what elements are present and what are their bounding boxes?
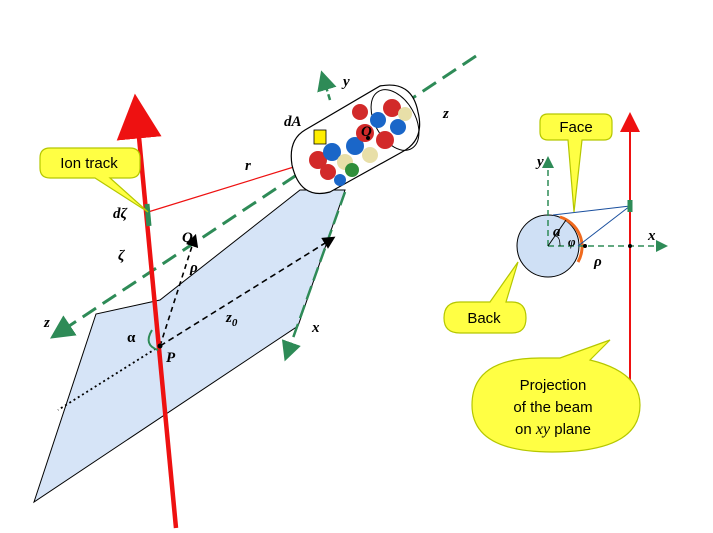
distance-r-line <box>147 161 311 213</box>
vector-z0 <box>159 236 336 347</box>
x-label-right: x <box>647 228 656 244</box>
dna-cylinder <box>290 84 421 194</box>
point-o <box>366 136 370 140</box>
p-label: P <box>166 350 176 366</box>
radius-line <box>547 219 567 247</box>
projection-line3: on xy plane <box>515 421 591 438</box>
back-callout: Back <box>443 261 527 334</box>
alpha-label: α <box>127 330 136 346</box>
tangent-line-bottom <box>577 205 631 247</box>
back-label: Back <box>467 310 501 327</box>
ion-track-callout: Ion track <box>39 147 149 213</box>
z-label-left: z <box>43 315 50 331</box>
o-label: O <box>361 124 372 140</box>
projection-callout: Projection of the beam on xy plane <box>471 339 641 453</box>
da-label: dA <box>284 114 302 130</box>
rho-label-left: ρ <box>189 260 198 276</box>
y-label-right: y <box>535 154 544 170</box>
x-label-left: x <box>311 320 320 336</box>
d-zeta-segment <box>144 203 152 227</box>
z0-label: z0 <box>225 310 238 329</box>
y-axis <box>317 70 337 101</box>
ion-track-label: Ion track <box>60 155 118 172</box>
zeta-label: ζ <box>118 248 126 264</box>
q-label: Q <box>182 230 193 246</box>
point-p <box>157 343 163 349</box>
a-label: a <box>553 224 561 240</box>
y-label-left: y <box>341 74 350 90</box>
vector-rho <box>159 233 199 347</box>
rho-label-right: ρ <box>593 254 602 270</box>
phi-angle-arc <box>554 235 561 247</box>
d-zeta-label: dζ <box>113 206 129 222</box>
beam-crossing-point <box>628 244 632 248</box>
x-axis <box>281 191 347 362</box>
projection-line1: Projection <box>520 377 587 394</box>
face-label: Face <box>559 119 592 136</box>
r-label: r <box>245 158 251 174</box>
ion-track-beam <box>116 93 179 529</box>
xy-plane <box>33 189 346 504</box>
rho-point <box>583 244 587 248</box>
face-callout: Face <box>539 113 613 213</box>
phi-label: φ <box>568 234 576 249</box>
projection-line2: of the beam <box>513 399 592 416</box>
dotted-line <box>57 345 161 411</box>
z-label-top: z <box>442 106 449 122</box>
tangent-line-top <box>552 205 631 216</box>
face-arc <box>559 215 584 263</box>
da-patch <box>313 129 327 145</box>
alpha-angle-arc <box>147 329 159 351</box>
